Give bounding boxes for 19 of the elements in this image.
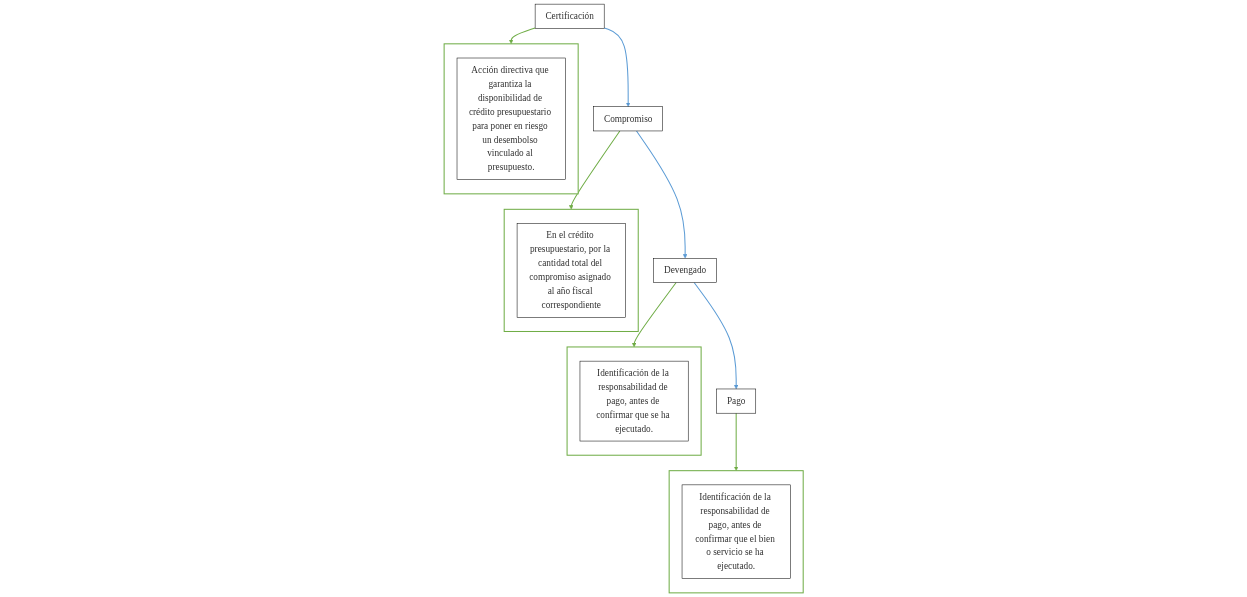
node-box: Devengado: [653, 258, 717, 283]
arrow: [635, 130, 688, 259]
node-box: Identificación de la responsabilidad de pago, antes de confirmar que se ha ejecutado.: [579, 360, 689, 442]
node-box: Identificación de la responsabilidad de pago, antes de confirmar que el bien o servicio se ha ejecutado.: [681, 484, 791, 579]
arrow: [631, 282, 677, 348]
arrow: [693, 282, 739, 390]
cluster: [443, 43, 579, 195]
arrow: [733, 412, 739, 471]
node-box: Acción directiva que garantiza la disponibilidad de crédito presupuestario para poner en riesgo un desembolso vinculado al presupuesto.: [456, 57, 566, 180]
node-box: Certificación: [534, 3, 605, 29]
arrow: [603, 27, 631, 107]
node-box: Compromiso: [593, 106, 663, 132]
arrow: [508, 27, 536, 45]
cluster: [566, 346, 702, 456]
arrow: [568, 130, 621, 210]
cluster: [668, 470, 804, 594]
node-box: En el crédito presupuestario, por la cantidad total del compromiso asignado al año fiscal correspondiente: [516, 223, 626, 318]
node-box: Pago: [716, 388, 756, 414]
cluster: [503, 208, 639, 332]
